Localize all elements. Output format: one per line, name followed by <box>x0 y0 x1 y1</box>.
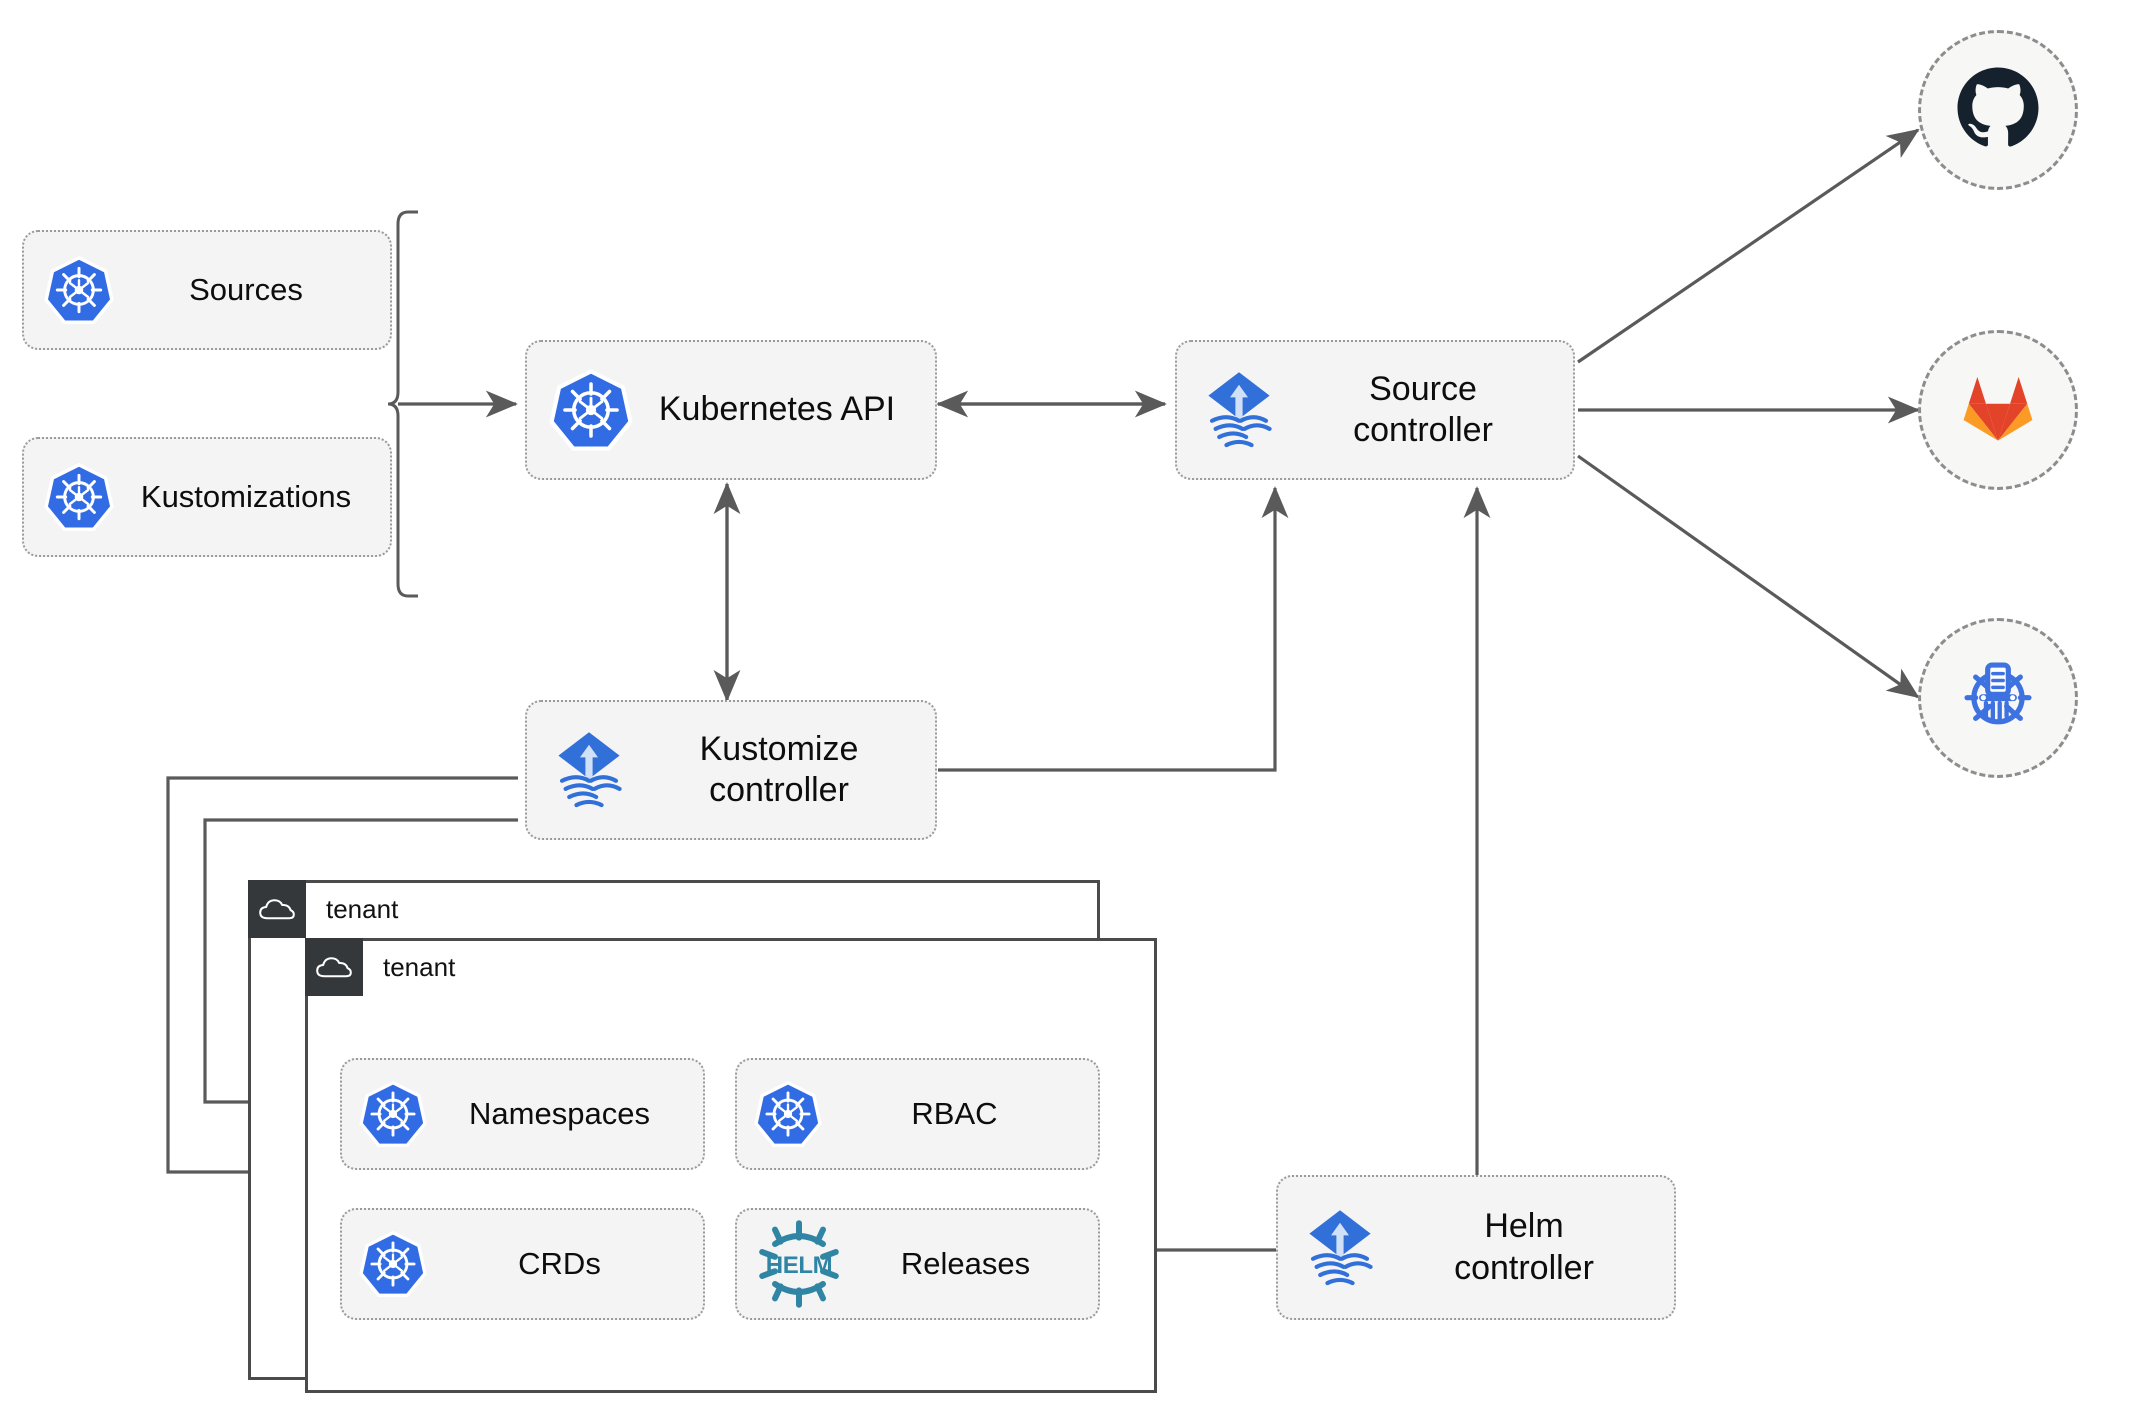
cloud-icon <box>305 938 363 996</box>
node-label: Helm controller <box>1454 1207 1594 1287</box>
node-rbac[interactable]: RBAC <box>735 1058 1100 1170</box>
node-label: CRDs <box>518 1246 601 1282</box>
flux-icon <box>1191 362 1287 458</box>
svg-text:HELM: HELM <box>766 1252 832 1279</box>
github-icon <box>1952 62 2044 159</box>
node-label: RBAC <box>911 1096 998 1132</box>
node-crds[interactable]: CRDs <box>340 1208 705 1320</box>
node-helm-controller[interactable]: Helm controller <box>1276 1175 1676 1320</box>
node-kustomizations[interactable]: Kustomizations <box>22 437 392 557</box>
node-label: Source controller <box>1353 369 1493 449</box>
node-namespaces[interactable]: Namespaces <box>340 1058 705 1170</box>
kubernetes-icon <box>40 458 118 536</box>
node-sources[interactable]: Sources <box>22 230 392 350</box>
cloud-icon <box>248 880 306 938</box>
external-gitlab[interactable] <box>1918 330 2078 490</box>
node-kubernetes-api[interactable]: Kubernetes API <box>525 340 937 480</box>
tenant-header: tenant <box>305 938 455 996</box>
external-helm-repository[interactable] <box>1918 618 2078 778</box>
node-source-controller[interactable]: Source controller <box>1175 340 1575 480</box>
kubernetes-icon <box>40 251 118 329</box>
helm-icon: HELM <box>751 1219 847 1309</box>
external-github[interactable] <box>1918 30 2078 190</box>
flux-icon <box>1292 1200 1388 1296</box>
node-label: Namespaces <box>469 1096 650 1132</box>
gitlab-icon <box>1955 365 2041 456</box>
kubernetes-icon <box>751 1077 825 1151</box>
node-label: Kubernetes API <box>658 390 896 429</box>
node-label: Kustomizations <box>140 479 352 515</box>
node-kustomize-controller[interactable]: Kustomize controller <box>525 700 937 840</box>
node-label: Releases <box>900 1246 1031 1282</box>
kubernetes-icon <box>356 1227 430 1301</box>
tenant-label: tenant <box>326 893 399 924</box>
tenant-label: tenant <box>383 951 456 982</box>
flux-icon <box>541 722 637 818</box>
kubernetes-icon <box>545 364 637 456</box>
tenant-header: tenant <box>248 880 398 938</box>
node-releases[interactable]: HELM Releases <box>735 1208 1100 1320</box>
node-label: Sources <box>189 272 303 308</box>
node-label: Kustomize controller <box>699 729 859 809</box>
kubernetes-icon <box>356 1077 430 1151</box>
helm-repository-icon <box>1955 653 2041 744</box>
